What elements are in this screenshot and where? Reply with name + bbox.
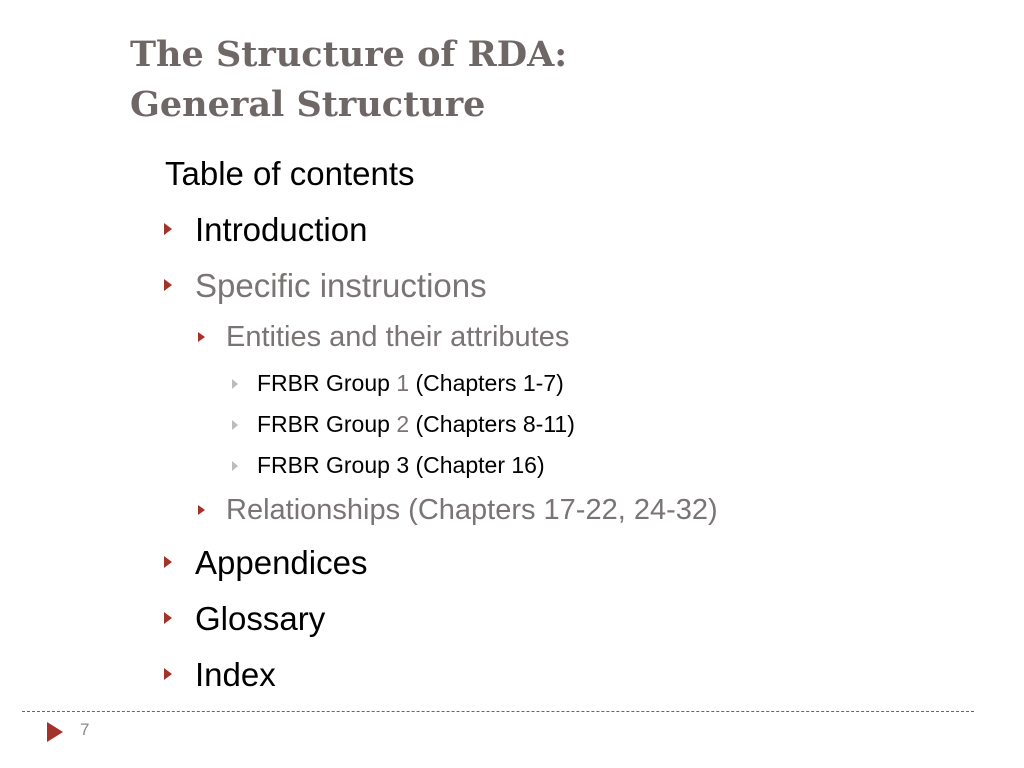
list-item-label: Specific instructions [195,267,487,304]
bullet-arrow-icon [164,556,172,568]
list-item-label: FRBR Group 1 (Chapters 1-7) [257,370,564,396]
slide-title: The Structure of RDA: General Structure [130,30,567,130]
bullet-arrow-icon [164,223,172,235]
list-item-frbr-group-1: FRBR Group 1 (Chapters 1-7) [165,370,564,397]
list-item-frbr-group-3: FRBR Group 3 (Chapter 16) [165,452,545,479]
list-item-relationships: Relationships (Chapters 17-22, 24-32) [165,494,718,527]
slide-content: Table of contents Introduction Specific … [164,0,1005,700]
list-item-appendices: Appendices [164,544,368,582]
list-item-introduction: Introduction [164,211,368,249]
list-item-label: FRBR Group 3 (Chapter 16) [257,452,545,478]
group-number: 1 [396,370,410,396]
list-item-label: Entities and their attributes [226,321,570,353]
list-item-label: Glossary [195,600,326,637]
footer-divider [22,711,974,712]
bullet-arrow-icon [164,279,172,291]
bullet-arrow-icon [198,332,205,342]
list-item-glossary: Glossary [164,600,326,638]
bullet-arrow-icon [232,461,238,471]
bullet-arrow-icon [232,420,238,430]
group-number: 2 [396,411,410,437]
bullet-arrow-icon [198,505,205,515]
page-number: 7 [80,720,90,739]
list-item-label: Index [195,656,276,693]
list-item-suffix: (Chapters 8-11) [409,411,575,437]
list-item-index: Index [164,656,276,694]
toc-heading: Table of contents [165,155,415,192]
footer-arrow-icon [47,722,63,742]
list-item-label: FRBR Group 2 (Chapters 8-11) [257,411,575,437]
list-item-frbr-group-2: FRBR Group 2 (Chapters 8-11) [165,411,575,438]
list-item-label: Introduction [195,211,368,248]
bullet-arrow-icon [164,668,172,680]
list-item-entities: Entities and their attributes [165,321,569,354]
title-line-2: General Structure [130,84,486,125]
bullet-arrow-icon [232,379,238,389]
list-item-suffix: (Chapters 1-7) [409,370,564,396]
list-item-specific-instructions: Specific instructions [164,267,487,305]
bullet-arrow-icon [164,612,172,624]
title-line-1: The Structure of RDA: [130,34,568,75]
list-item-prefix: FRBR Group [257,411,397,437]
list-item-label: Appendices [195,544,368,581]
list-item-label: Relationships (Chapters 17-22, 24-32) [226,494,718,526]
list-item-prefix: FRBR Group [257,370,397,396]
